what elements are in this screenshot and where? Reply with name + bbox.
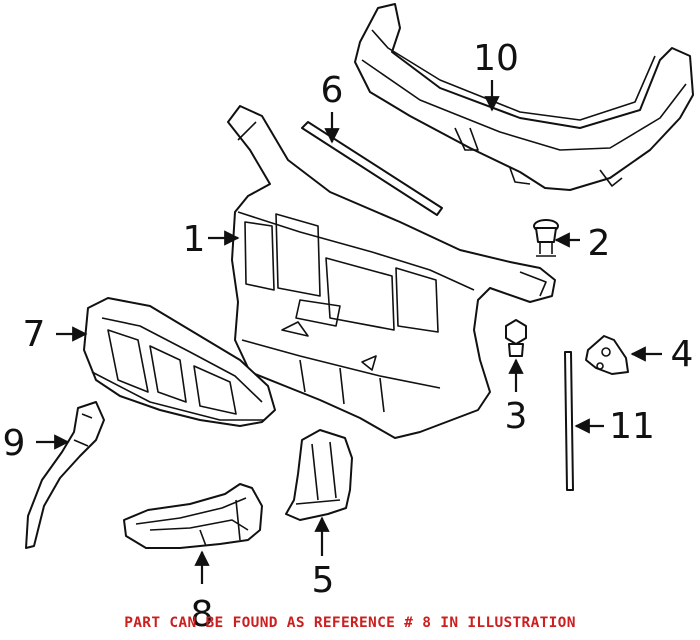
part-1-radiator-support[interactable] [227,105,556,439]
part-9-side-bracket[interactable] [25,401,105,549]
part-11-side-seal[interactable] [564,351,574,491]
part-10-upper-support-bar[interactable] [354,3,694,191]
callout-5: 5 [312,560,335,601]
part-7-air-duct[interactable] [83,297,276,427]
callout-6: 6 [321,70,344,111]
callout-7: 7 [23,314,46,355]
callout-4: 4 [671,334,694,375]
callout-labels: 1 2 3 4 5 6 7 8 9 10 11 [3,38,694,635]
part-3-bolt[interactable] [505,319,527,357]
callout-11: 11 [609,406,655,447]
callout-9: 9 [3,423,26,464]
reference-note: PART CAN BE FOUND AS REFERENCE # 8 IN IL… [124,615,576,631]
part-5-side-deflector[interactable] [285,429,353,521]
callout-10: 10 [473,38,519,79]
part-6-seal-strip[interactable] [301,121,443,216]
callout-8: 8 [191,594,214,635]
callout-2: 2 [588,223,611,264]
part-4-bracket[interactable] [585,335,629,375]
part-2-bolt[interactable] [533,219,559,257]
leader-lines [36,80,662,584]
callout-1: 1 [183,219,206,260]
part-8-lower-deflector[interactable] [123,483,263,549]
callout-3: 3 [505,396,528,437]
